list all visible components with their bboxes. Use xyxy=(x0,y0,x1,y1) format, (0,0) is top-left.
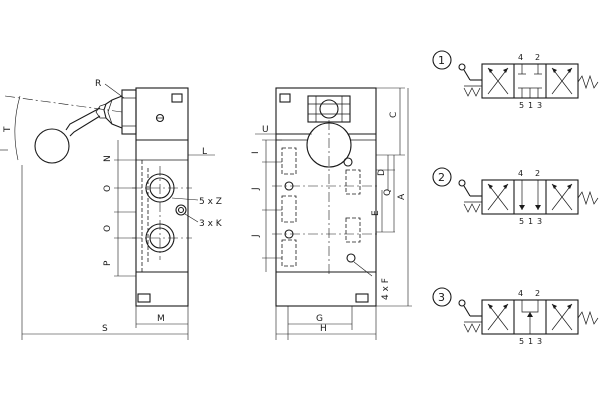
dim-J-1: J xyxy=(251,187,261,191)
valve-symbol-3: 3 4 2 5 1 3 xyxy=(432,287,599,346)
symbol-1-number: 1 xyxy=(438,54,445,67)
lever-ball-knob xyxy=(34,128,70,164)
dim-C: C xyxy=(389,112,399,118)
front-body-outline xyxy=(275,87,377,307)
dim-T: T xyxy=(3,126,13,133)
dim-L: L xyxy=(202,147,207,157)
symbol-1-badge xyxy=(432,50,452,70)
front-view: U C I J J D E Q A 4 x F G xyxy=(251,87,412,340)
symbol-3-port-3: 3 xyxy=(537,337,542,346)
valve-symbol-1: 1 4 2 5 1 3 xyxy=(432,50,599,110)
symbol-2-port-1: 1 xyxy=(528,217,533,226)
symbol-1-port-2: 2 xyxy=(535,53,540,62)
dim-A: A xyxy=(397,193,407,200)
dim-N: N xyxy=(103,155,113,162)
dim-J-2: J xyxy=(251,234,261,238)
symbol-1-spring xyxy=(577,74,599,90)
dim-H: H xyxy=(320,324,327,334)
symbol-2-number: 2 xyxy=(438,171,445,184)
side-view: R T L N O O P 5 x Z 3 x K S M xyxy=(0,79,223,340)
dim-5xZ: 5 x Z xyxy=(199,197,222,207)
symbol-2-box xyxy=(481,179,579,215)
dim-U: U xyxy=(262,125,269,135)
side-body-outline xyxy=(135,87,189,307)
symbol-3-port-1: 1 xyxy=(528,337,533,346)
dim-M: M xyxy=(157,314,165,324)
symbol-2-port-3: 3 xyxy=(537,217,542,226)
dim-G: G xyxy=(316,314,323,324)
symbol-3-port-2: 2 xyxy=(535,289,540,298)
actuator-nut xyxy=(121,89,137,135)
symbol-3-number: 3 xyxy=(438,291,445,304)
dim-S: S xyxy=(102,324,108,334)
symbol-1-port-4: 4 xyxy=(518,53,523,62)
dim-P: P xyxy=(103,260,113,266)
dim-T-arc xyxy=(14,95,21,161)
symbol-2-port-2: 2 xyxy=(535,169,540,178)
dim-4xF: 4 x F xyxy=(381,278,391,300)
dim-Q: Q xyxy=(383,189,393,196)
symbol-2-port-5: 5 xyxy=(519,217,524,226)
symbol-2-port-4: 4 xyxy=(518,169,523,178)
side-pilot-port xyxy=(175,204,187,216)
symbol-3-port-5: 5 xyxy=(519,337,524,346)
side-tab-bottom xyxy=(137,293,151,303)
dim-R: R xyxy=(95,79,101,89)
side-screw xyxy=(155,113,165,123)
side-tab-top xyxy=(171,93,183,103)
actuator-boot xyxy=(103,95,123,129)
symbol-1-port-5: 5 xyxy=(519,101,524,110)
dim-I: I xyxy=(251,151,261,154)
symbol-3-port-4: 4 xyxy=(518,289,523,298)
dim-3xK: 3 x K xyxy=(199,219,223,229)
dim-D: D xyxy=(377,169,387,176)
symbol-1-port-3: 3 xyxy=(537,101,542,110)
valve-symbol-2: 2 4 2 5 1 3 xyxy=(432,167,599,226)
side-step xyxy=(135,140,189,160)
symbol-1-port-1: 1 xyxy=(528,101,533,110)
dim-E: E xyxy=(371,210,381,216)
dim-O-2: O xyxy=(103,225,113,232)
lever-shaft xyxy=(65,107,101,131)
dim-O-1: O xyxy=(103,185,113,192)
